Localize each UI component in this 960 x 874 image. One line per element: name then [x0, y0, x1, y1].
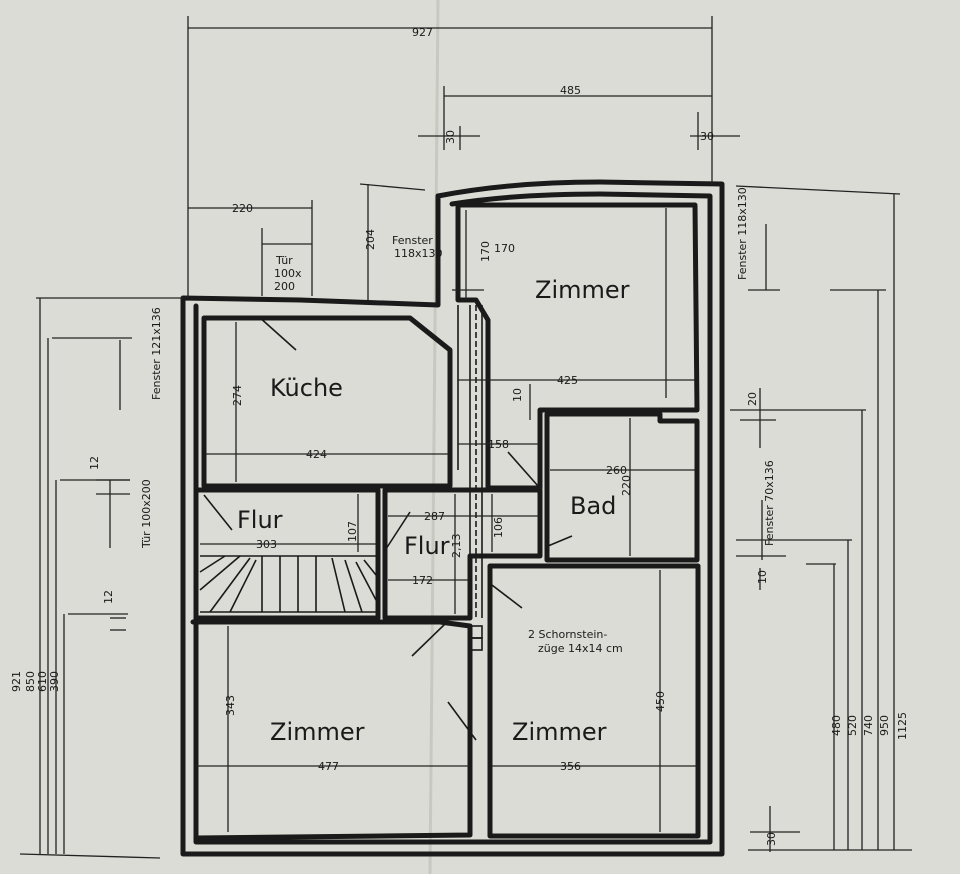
dim-303: 303	[256, 538, 277, 551]
dim-right-480: 480	[830, 715, 843, 736]
dim-12-b: 12	[102, 590, 115, 604]
dim-260: 260	[606, 464, 627, 477]
dim-425: 425	[557, 374, 578, 387]
window-right-top-label: Fenster 118x130	[736, 187, 749, 280]
dim-10-a: 10	[511, 388, 524, 402]
dim-30-b: 30	[700, 130, 714, 143]
chimney-label-2: züge 14x14 cm	[538, 642, 623, 655]
dim-477: 477	[318, 760, 339, 773]
dim-left-850: 850	[24, 671, 37, 692]
dim-30-c: 30	[765, 832, 778, 846]
dim-274: 274	[231, 385, 244, 406]
outer-walls	[180, 179, 725, 857]
chimney-label-1: 2 Schornstein-	[528, 628, 607, 641]
window-top-label-2: 118x130	[394, 247, 443, 260]
dim-220-b: 220	[620, 475, 633, 496]
dim-10-b: 10	[756, 570, 769, 584]
dim-220-a: 220	[232, 202, 253, 215]
dimension-lines	[19, 16, 912, 859]
dim-450: 450	[654, 691, 667, 712]
door-top-label-3: 200	[274, 280, 295, 293]
window-left-label: Fenster 121x136	[150, 307, 163, 400]
window-top-label-1: Fenster	[392, 234, 433, 247]
door-left-label: Tür 100x200	[140, 479, 153, 549]
room-label-flur-center: Flur	[404, 532, 450, 560]
dim-left-610: 610	[36, 671, 49, 692]
dim-343: 343	[224, 695, 237, 716]
dimension-labels: 927 485 30 30 220 204 170 170 274 424 42…	[10, 26, 909, 846]
door-top-label-1: Tür	[275, 254, 293, 267]
dim-927: 927	[412, 26, 433, 39]
dim-356: 356	[560, 760, 581, 773]
room-label-bad: Bad	[570, 492, 616, 520]
chimney-flue-2	[469, 637, 483, 651]
inner-walls	[190, 202, 701, 841]
room-label-kueche: Küche	[270, 374, 343, 402]
room-label-zimmer-top: Zimmer	[535, 276, 630, 304]
dim-170-a: 170	[479, 241, 492, 262]
dim-12-a: 12	[88, 456, 101, 470]
room-label-flur-left: Flur	[237, 506, 283, 534]
dim-204: 204	[364, 229, 377, 250]
dim-20: 20	[746, 392, 759, 406]
dim-485: 485	[560, 84, 581, 97]
dim-left-390: 390	[48, 671, 61, 692]
dim-30-a: 30	[444, 130, 457, 144]
dim-right-520: 520	[846, 715, 859, 736]
staircase	[199, 555, 377, 613]
window-bad-label: Fenster 70x136	[763, 460, 776, 546]
room-label-zimmer-bottom-right: Zimmer	[512, 718, 607, 746]
room-label-zimmer-bottom-left: Zimmer	[270, 718, 365, 746]
dim-424: 424	[306, 448, 327, 461]
dim-172: 172	[412, 574, 433, 587]
dim-right-740: 740	[862, 715, 875, 736]
dim-106: 106	[492, 517, 505, 538]
dim-158: 158	[488, 438, 509, 451]
dim-287: 287	[424, 510, 445, 523]
door-swings	[203, 315, 573, 741]
dim-2-13: 2,13	[450, 534, 463, 559]
paper-fold	[428, 0, 440, 874]
door-top-label-2: 100x	[274, 267, 302, 280]
dim-right-1125: 1125	[896, 712, 909, 740]
dim-right-950: 950	[878, 715, 891, 736]
dim-170-b: 170	[494, 242, 515, 255]
dim-left-921: 921	[10, 671, 23, 692]
dim-107: 107	[346, 521, 359, 542]
